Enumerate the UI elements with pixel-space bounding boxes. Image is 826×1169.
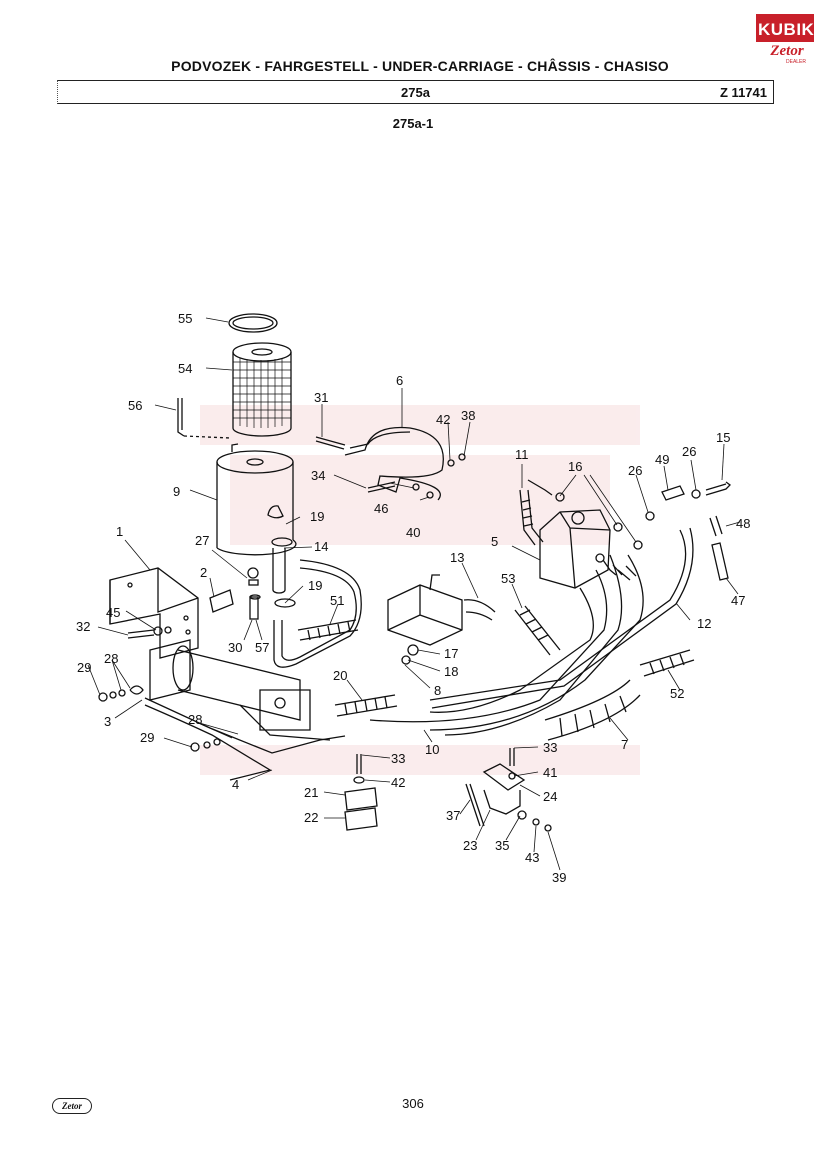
filter-element-part [232, 342, 292, 437]
part-number: 38 [461, 408, 475, 423]
part-number: 23 [463, 838, 477, 853]
part-number: 1 [116, 524, 123, 539]
part-number: 6 [396, 373, 403, 388]
part-number: 49 [655, 452, 669, 467]
part-number: 34 [311, 468, 325, 483]
part-number: 32 [76, 619, 90, 634]
part-number: 56 [128, 398, 142, 413]
watermark [200, 405, 640, 775]
page-number: 306 [402, 1096, 424, 1111]
part-number: 52 [670, 686, 684, 701]
part-number: 57 [255, 640, 269, 655]
part-number: 31 [314, 390, 328, 405]
steering-unit-part [539, 509, 611, 589]
part-number: 26 [682, 444, 696, 459]
part-number: 33 [543, 740, 557, 755]
part-number: 29 [140, 730, 154, 745]
part-number: 47 [731, 593, 745, 608]
clamp-band [344, 426, 444, 501]
maker-name: Zetor [770, 43, 804, 59]
part-number: 41 [543, 765, 557, 780]
part-number: 27 [195, 533, 209, 548]
part-number: 33 [391, 751, 405, 766]
part-number: 4 [232, 777, 239, 792]
part-number: 48 [736, 516, 750, 531]
part-number: 8 [434, 683, 441, 698]
part-number: 45 [106, 605, 120, 620]
part-number: 19 [310, 509, 324, 524]
part-number: 10 [425, 742, 439, 757]
steering-cylinder-part [149, 639, 331, 741]
part-number: 22 [304, 810, 318, 825]
part-number: 40 [406, 525, 420, 540]
dealer-tag: DEALER [786, 59, 807, 65]
part-number: 24 [543, 789, 557, 804]
leader-lines [87, 317, 741, 871]
part-number: 3 [104, 714, 111, 729]
catalog-code: Z 11741 [720, 85, 767, 100]
part-number: 17 [444, 646, 458, 661]
footer-zetor-logo: Zetor [52, 1098, 92, 1114]
mounting-bracket [109, 567, 199, 659]
valve-block-part [387, 574, 496, 646]
part-number: 5 [491, 534, 498, 549]
part-number: 30 [228, 640, 242, 655]
part-number: 21 [304, 785, 318, 800]
part-number: 2 [200, 565, 207, 580]
part-number: 43 [525, 850, 539, 865]
part-number: 15 [716, 430, 730, 445]
part-number: 28 [104, 651, 118, 666]
part-number: 16 [568, 459, 582, 474]
part-number: 28 [188, 712, 202, 727]
oil-tank-part [216, 443, 297, 556]
part-number: 18 [444, 664, 458, 679]
elbow-fitting [267, 505, 284, 519]
part-number: 14 [314, 539, 328, 554]
part-number: 29 [77, 660, 91, 675]
o-ring-part [228, 313, 278, 333]
part-number: 13 [450, 550, 464, 565]
part-number: 9 [173, 484, 180, 499]
part-number: 54 [178, 361, 192, 376]
part-number: 37 [446, 808, 460, 823]
header-box: 275a Z 11741 [57, 80, 774, 104]
part-number: 12 [697, 616, 711, 631]
part-number: 53 [501, 571, 515, 586]
page-title: PODVOZEK - FAHRGESTELL - UNDER-CARRIAGE … [171, 58, 669, 74]
sheet-number: 275a [401, 85, 430, 100]
part-number: 7 [621, 737, 628, 752]
part-number-labels: 55 54 56 31 6 42 38 34 46 40 9 19 27 14 … [76, 311, 750, 885]
kubik-zetor-logo: KUBIK Zetor DEALER [756, 14, 814, 65]
diagram-subtitle: 275a-1 [392, 116, 434, 131]
part-number: 39 [552, 870, 566, 885]
part-number: 19 [308, 578, 322, 593]
part-number: 20 [333, 668, 347, 683]
diagram-drawing [98, 313, 731, 832]
part-number: 42 [391, 775, 405, 790]
brand-name: KUBIK [756, 14, 814, 42]
part-number: 11 [515, 447, 529, 462]
part-number: 55 [178, 311, 192, 326]
bracket-part [177, 398, 185, 437]
part-number: 35 [495, 838, 509, 853]
part-number: 46 [374, 501, 388, 516]
part-number: 26 [628, 463, 642, 478]
part-number: 51 [330, 593, 344, 608]
part-number: 42 [436, 412, 450, 427]
